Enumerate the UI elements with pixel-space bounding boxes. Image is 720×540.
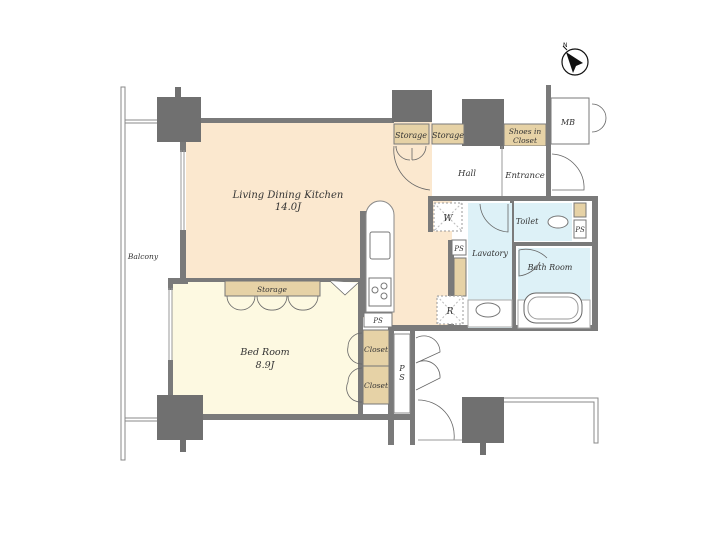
mb-label: MB <box>560 118 575 127</box>
closet-doors[interactable] <box>346 332 363 403</box>
hall-label: Hall <box>457 169 476 179</box>
toilet-fixture <box>547 215 569 229</box>
ldk-area: 14.0J <box>275 202 302 213</box>
bedroom-storage-doors[interactable] <box>226 295 319 311</box>
bathtub <box>523 292 583 324</box>
fridge-label: R <box>446 307 454 317</box>
compass-north-label: N <box>563 42 568 49</box>
bedroom-door[interactable] <box>329 280 359 296</box>
shoes-closet-label-2: Closet <box>513 136 538 145</box>
balcony <box>120 86 158 461</box>
ps-doors[interactable] <box>415 335 455 441</box>
closet-1-label: Closet <box>364 345 389 354</box>
ps-lavatory <box>451 239 467 256</box>
ps-toilet-label: PS <box>574 226 585 234</box>
ps-vertical-s: S <box>399 373 405 382</box>
bathroom-label: Bath Room <box>527 263 573 272</box>
storage-label-1: Storage <box>395 131 427 140</box>
fridge-space <box>436 295 464 325</box>
ps-lavatory-label: PS <box>453 245 464 253</box>
closet-2-label: Closet <box>364 381 389 390</box>
washer-label: W <box>443 214 453 224</box>
bedroom-area: 8.9J <box>256 360 276 371</box>
lower-balcony <box>504 397 599 444</box>
bedroom-storage <box>224 280 321 297</box>
entrance-floor <box>504 146 546 196</box>
columns <box>157 87 504 455</box>
ldk-label: Living Dining Kitchen <box>232 190 344 201</box>
ps-toilet <box>573 219 587 239</box>
lavatory-label: Lavatory <box>471 249 508 258</box>
bathroom-door[interactable] <box>518 248 548 277</box>
washer-space <box>433 202 463 232</box>
entrance-label: Entrance <box>504 171 545 181</box>
storage-label-2: Storage <box>432 131 464 140</box>
windows <box>168 150 185 360</box>
lavatory-door[interactable] <box>479 203 509 233</box>
compass-icon <box>561 45 589 76</box>
ps-kitchen-label: PS <box>372 317 383 325</box>
kitchen-sink <box>369 231 391 260</box>
ps-vertical <box>393 333 411 414</box>
hall-floor <box>432 146 500 196</box>
top-storage <box>393 97 590 147</box>
closet-1 <box>362 329 390 367</box>
closet-2 <box>362 365 390 405</box>
shoes-closet-label-1: Shoes in <box>509 127 542 136</box>
bathroom-floor <box>518 248 590 300</box>
balcony-label: Balcony <box>127 252 159 261</box>
kitchen-counter <box>365 200 395 313</box>
toilet-label: Toilet <box>516 217 539 226</box>
bedroom-floor <box>172 282 362 417</box>
ps-kitchen <box>363 312 393 328</box>
bedroom-label: Bed Room <box>239 347 289 358</box>
ps-vertical-p: P <box>398 364 405 373</box>
bedroom-storage-label: Storage <box>257 285 288 294</box>
